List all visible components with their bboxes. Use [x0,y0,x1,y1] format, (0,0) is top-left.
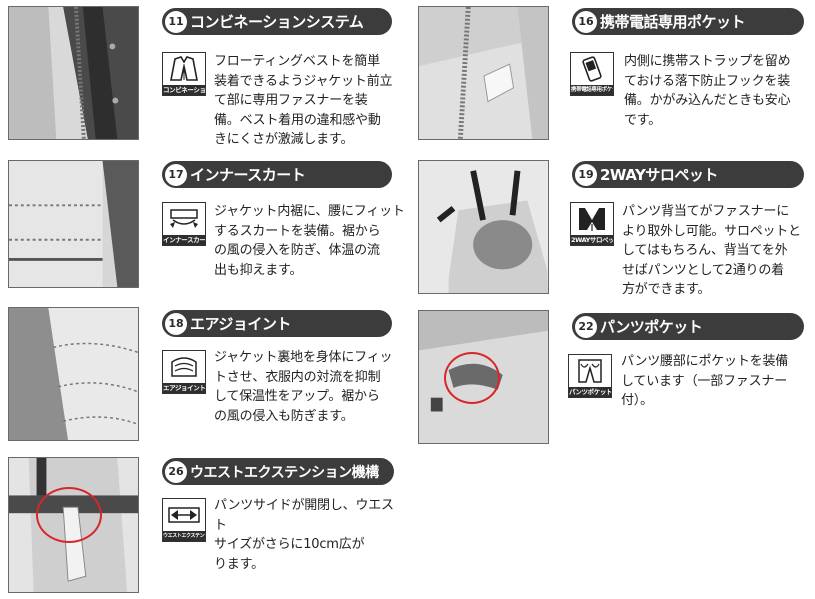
description-line: 備。ベスト着用の違和感や動 [214,112,381,128]
feature-number-badge: 22 [575,315,597,338]
feature-22-title-bar: 22 パンツポケット [572,313,804,340]
description-line: ジャケット内裾に、腰にフィット [214,204,405,219]
mobile-pocket-icon-box: 携帯電話専用ポケット [570,52,614,96]
description-line: 付）。 [621,393,653,408]
feature-26-description: パンツサイドが開閉し、ウエスト サイズがさらに10cm広が ります。 [214,496,406,574]
inner-skirt-icon-box: インナースカート [162,202,206,246]
feature-title: パンツポケット [600,318,703,336]
description-line: フローティングベストを簡単 [214,54,380,69]
description-line: の風の侵入も防ぎます。 [214,408,354,424]
description-line: ておける落下防止フックを装 [624,73,791,89]
mobile-pocket-photo [418,6,549,140]
description-line: きにくさが激減します。 [214,132,354,147]
feature-number-badge: 19 [575,163,597,186]
feature-26-title-bar: 26 ウエストエクステンション機構 [162,458,394,485]
salopette-icon-box: 2WAYサロペット [570,202,614,246]
feature-title: ウエストエクステンション機構 [190,464,379,481]
feature-title: コンビネーションシステム [190,13,364,31]
feature-17-description: ジャケット内裾に、腰にフィット するスカートを装備。裾から の風の侵入を防ぎ、体… [214,202,406,280]
pants-pocket-icon [578,359,602,383]
feature-18-title-bar: 18 エアジョイント [162,310,392,337]
description-line: してはもちろん、背当てを外 [622,243,788,258]
description-line: パンツ腰部にポケットを装備 [621,354,789,369]
waist-extension-icon [168,507,200,523]
icon-label: パンツポケット [569,387,612,397]
feature-number-badge: 26 [165,460,187,483]
icon-label: コンビネーション [163,85,206,95]
feature-17-title-bar: 17 インナースカート [162,161,392,188]
pants-pocket-icon-box: パンツポケット [568,354,612,398]
description-line: より取外し可能。サロペットと [622,223,801,239]
vest-icon [170,56,198,81]
description-line: するスカートを装備。裾から [214,223,381,239]
description-line: の風の侵入を防ぎ、体温の流 [214,243,380,258]
feature-22-description: パンツ腰部にポケットを装備 しています（一部ファスナー 付）。 [621,352,811,411]
feature-19-description: パンツ背当てがファスナーに より取外し可能。サロペットと してはもちろん、背当て… [622,202,812,300]
icon-label: エアジョイント [163,383,206,393]
air-joint-icon [171,357,197,377]
feature-title: エアジョイント [190,315,291,333]
description-line: 内側に携帯ストラップを留め [624,54,791,69]
waist-extension-icon-box: ウエストエクステンション [162,498,206,542]
icon-label: インナースカート [163,235,206,245]
description-line: 備。かがみ込んだときも安心 [624,93,791,108]
mobile-phone-icon [582,56,602,82]
description-line: ジャケット裏地を身体にフィッ [214,350,393,365]
combination-icon-box: コンビネーション [162,52,206,96]
description-line: パンツ背当てがファスナーに [622,204,790,219]
feature-title: 2WAYサロペット [600,166,718,184]
air-joint-photo [8,307,139,441]
icon-label: 携帯電話専用ポケット [571,85,613,95]
waist-highlight-circle [36,487,102,543]
feature-11-title-bar: 11 コンビネーションシステム [162,8,392,35]
description-line: せばパンツとして2通りの着 [622,262,784,278]
description-line: ります。 [214,556,264,572]
inner-skirt-photo [8,160,139,288]
description-line: 出も抑えます。 [214,262,303,278]
icon-label: ウエストエクステンション [163,531,205,541]
combination-system-photo [8,6,139,140]
description-line: サイズがさらに10cm広が [214,537,365,552]
inner-skirt-icon [170,209,198,228]
description-line: 装着できるようジャケット前立 [214,73,393,89]
salopette-photo [418,160,549,294]
salopette-icon [579,208,605,231]
air-joint-icon-box: エアジョイント [162,350,206,394]
description-line: 方ができます。 [622,282,711,297]
feature-title: インナースカート [190,166,306,184]
icon-label: 2WAYサロペット [571,235,614,245]
feature-16-description: 内側に携帯ストラップを留め ておける落下防止フックを装 備。かがみ込んだときも安… [624,52,810,130]
feature-19-title-bar: 19 2WAYサロペット [572,161,804,188]
description-line: しています（一部ファスナー [621,373,788,389]
description-line: パンツサイドが開閉し、ウエスト [214,498,394,533]
description-line: トさせ、衣服内の対流を抑制 [214,369,381,385]
description-line: て部に専用ファスナーを装 [214,93,368,108]
description-line: して保温性をアップ。裾から [214,389,380,404]
feature-number-badge: 16 [575,10,597,33]
feature-title: 携帯電話専用ポケット [600,13,746,31]
feature-18-description: ジャケット裏地を身体にフィッ トさせ、衣服内の対流を抑制 して保温性をアップ。裾… [214,348,406,426]
feature-number-badge: 18 [165,312,187,335]
feature-number-badge: 17 [165,163,187,186]
feature-11-description: フローティングベストを簡単 装着できるようジャケット前立 て部に専用ファスナーを… [214,52,404,150]
description-line: です。 [624,112,662,128]
pocket-highlight-circle [444,352,500,404]
feature-16-title-bar: 16 携帯電話専用ポケット [572,8,804,35]
feature-number-badge: 11 [165,10,187,33]
